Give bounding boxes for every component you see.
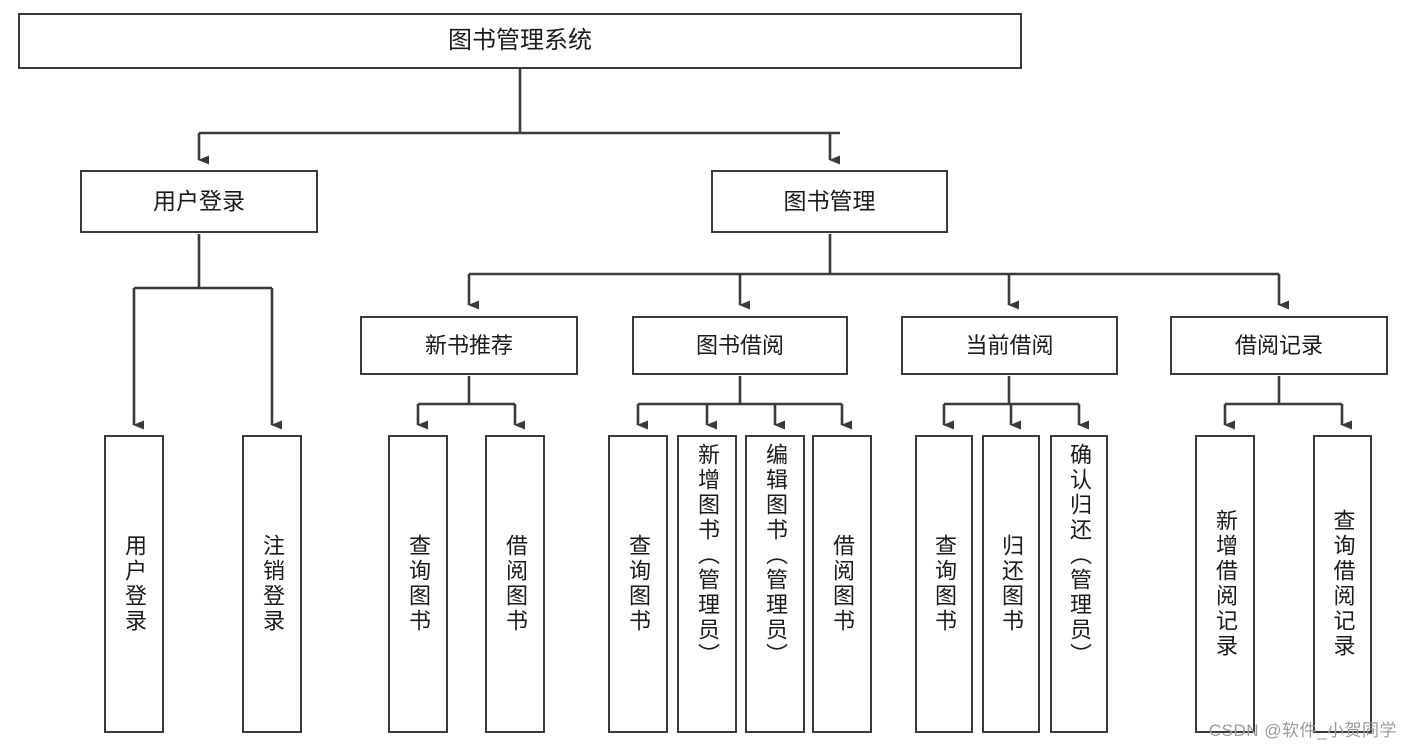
leaf-book-borrow-edit-book-admin[interactable]: 编辑图书（管理员） bbox=[745, 435, 805, 733]
leaf-book-borrow-add-book-admin[interactable]: 新增图书（管理员） bbox=[677, 435, 737, 733]
node-label: 图书借阅 bbox=[695, 332, 784, 358]
node-borrow-record[interactable]: 借阅记录 bbox=[1170, 316, 1388, 375]
leaf-new-book-query-book[interactable]: 查询图书 bbox=[388, 435, 448, 733]
leaf-user-login-logout[interactable]: 注销登录 bbox=[242, 435, 302, 733]
node-label: 查询图书 bbox=[406, 534, 431, 634]
node-label: 查询借阅记录 bbox=[1330, 509, 1356, 659]
node-current-borrow[interactable]: 当前借阅 bbox=[901, 316, 1118, 375]
leaf-borrow-record-query-record[interactable]: 查询借阅记录 bbox=[1313, 435, 1372, 733]
leaf-current-borrow-query-book[interactable]: 查询图书 bbox=[915, 435, 973, 733]
leaf-user-login-login[interactable]: 用户登录 bbox=[104, 435, 164, 733]
node-label: 新增借阅记录 bbox=[1213, 509, 1238, 659]
node-book-management[interactable]: 图书管理 bbox=[711, 170, 948, 233]
node-label: 借阅记录 bbox=[1234, 332, 1323, 358]
node-label: 新书推荐 bbox=[424, 332, 513, 358]
leaf-book-borrow-borrow-book[interactable]: 借阅图书 bbox=[812, 435, 872, 733]
node-label: 注销登录 bbox=[260, 534, 285, 634]
watermark-text: CSDN @软件_小贺同学 bbox=[1208, 721, 1397, 740]
node-label: 查询图书 bbox=[626, 534, 651, 634]
node-label: 图书管理系统 bbox=[448, 26, 592, 54]
leaf-new-book-borrow-book[interactable]: 借阅图书 bbox=[485, 435, 545, 733]
node-label: 归还图书 bbox=[999, 534, 1024, 634]
leaf-book-borrow-query-book[interactable]: 查询图书 bbox=[608, 435, 668, 733]
node-label: 借阅图书 bbox=[830, 534, 855, 634]
node-user-login[interactable]: 用户登录 bbox=[80, 170, 318, 233]
node-new-book-recommend[interactable]: 新书推荐 bbox=[360, 316, 578, 375]
node-label: 新增图书（管理员） bbox=[695, 443, 720, 668]
node-label: 图书管理 bbox=[783, 187, 876, 214]
node-label: 借阅图书 bbox=[503, 534, 528, 634]
node-label: 当前借阅 bbox=[965, 332, 1054, 358]
node-label: 确认归还（管理员） bbox=[1067, 443, 1092, 668]
leaf-current-borrow-return-book[interactable]: 归还图书 bbox=[982, 435, 1040, 733]
node-root-system[interactable]: 图书管理系统 bbox=[18, 13, 1022, 69]
node-label: 编辑图书（管理员） bbox=[763, 443, 788, 668]
node-label: 用户登录 bbox=[153, 187, 245, 214]
node-book-borrow[interactable]: 图书借阅 bbox=[632, 316, 848, 375]
node-label: 查询图书 bbox=[932, 534, 957, 634]
leaf-current-borrow-confirm-return-admin[interactable]: 确认归还（管理员） bbox=[1050, 435, 1108, 733]
leaf-borrow-record-add-record[interactable]: 新增借阅记录 bbox=[1195, 435, 1255, 733]
node-label: 用户登录 bbox=[122, 534, 147, 634]
